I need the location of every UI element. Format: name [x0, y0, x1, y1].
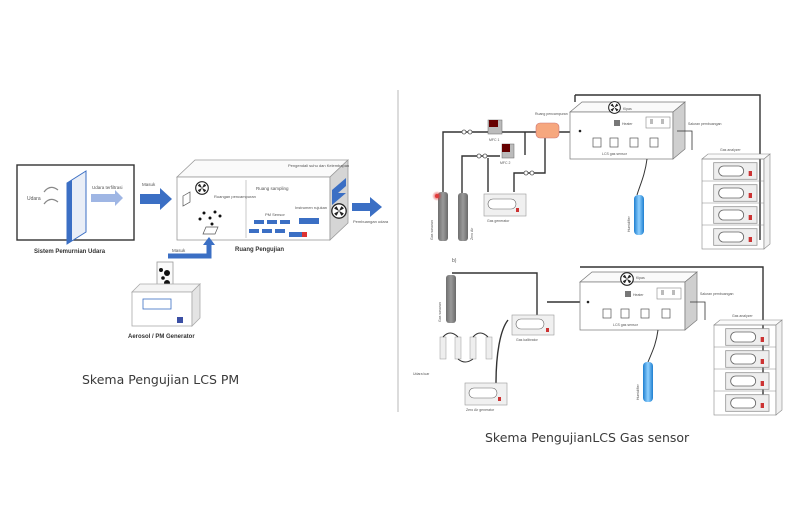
- sensor-chamber-bottom: Kipas Heater LCS gas sensor Saluran pemb…: [579, 271, 734, 331]
- svg-text:LCS gas sensor: LCS gas sensor: [613, 323, 639, 327]
- sensor-chamber-top: Kipas Heater LCS gas sensor Saluran pemb…: [569, 101, 722, 160]
- humidifier-cylinder: [634, 195, 644, 235]
- svg-text:Humidifier: Humidifier: [636, 383, 640, 400]
- gas-analyzer-rack-top: Gas analyzer: [701, 148, 771, 250]
- svg-text:MFC 2: MFC 2: [500, 161, 511, 165]
- svg-text:Udara terfiltrasi: Udara terfiltrasi: [92, 185, 123, 190]
- svg-text:Gas kalibrator: Gas kalibrator: [516, 338, 539, 342]
- svg-text:Gas generator: Gas generator: [487, 219, 510, 223]
- svg-text:Heater: Heater: [622, 122, 633, 126]
- svg-text:Gas analyzer: Gas analyzer: [720, 148, 741, 152]
- arrow-out: [352, 197, 382, 217]
- gas-generator: [483, 193, 527, 217]
- svg-text:Udara luar: Udara luar: [413, 372, 430, 376]
- svg-text:Masuk: Masuk: [172, 248, 186, 253]
- svg-text:Gas sasaran: Gas sasaran: [438, 302, 442, 322]
- svg-text:Heater: Heater: [633, 293, 644, 297]
- lcs-sensors: [602, 308, 671, 319]
- temp-controller-icon: [332, 178, 346, 205]
- gas-analyzer-rack-bottom: Gas analyzer: [713, 314, 783, 416]
- svg-text:b): b): [452, 258, 457, 264]
- svg-text:Ruang sampling: Ruang sampling: [256, 186, 289, 191]
- svg-text:Zero Air generator: Zero Air generator: [466, 408, 495, 412]
- filter-train: [439, 336, 493, 360]
- svg-text:Zero Air: Zero Air: [470, 227, 474, 240]
- air-purifier-system: Udara Udara terfiltrasi Sistem Pemurnian…: [16, 164, 135, 255]
- exhaust-fan-icon: [331, 203, 347, 219]
- svg-text:Kipas: Kipas: [636, 276, 645, 280]
- right-panel-bottom: Gas sasaran Udara luar Zero Air generato…: [413, 266, 783, 416]
- svg-text:Instrumen rujukan: Instrumen rujukan: [295, 205, 327, 210]
- fan-icon: [608, 101, 621, 114]
- left-panel: Udara Udara terfiltrasi Sistem Pemurnian…: [16, 159, 389, 340]
- mixing-chamber: [535, 122, 560, 139]
- reference-instrument: [299, 218, 319, 224]
- aerosol-generator: Aerosol / PM Generator: [128, 261, 201, 340]
- svg-text:Masuk: Masuk: [142, 182, 156, 187]
- heater-icon: [614, 120, 620, 126]
- svg-text:Gas analyzer: Gas analyzer: [732, 314, 753, 318]
- svg-text:Kipas: Kipas: [623, 107, 632, 111]
- svg-text:PM Sensor: PM Sensor: [265, 212, 285, 217]
- right-panel-top: MFC 1 MFC 2 Ruang pencampuran Gas sasara…: [430, 94, 771, 250]
- valve-icons: [461, 129, 535, 176]
- svg-text:Ruangan pencampuran: Ruangan pencampuran: [214, 194, 256, 199]
- fan-icon: [620, 272, 634, 286]
- lcs-sensors: [592, 137, 659, 148]
- svg-text:Saluran pembuangan: Saluran pembuangan: [688, 122, 722, 126]
- gas-calibrator: [511, 314, 555, 336]
- svg-text:Humidifier: Humidifier: [627, 215, 631, 232]
- heater-icon: [625, 291, 631, 297]
- air-flow-icon: [43, 186, 59, 205]
- arrow-generator: [168, 243, 212, 259]
- zero-air-generator: [464, 382, 508, 406]
- svg-text:Udara: Udara: [27, 196, 41, 202]
- svg-text:Pembuangan udara: Pembuangan udara: [353, 219, 389, 224]
- caption-gas-sensor: Skema PengujianLCS Gas sensor: [485, 430, 690, 445]
- fan-icon: [195, 181, 209, 195]
- svg-text:Gas sasaran: Gas sasaran: [430, 220, 434, 240]
- svg-text:Pengendali suhu dan Kelembapan: Pengendali suhu dan Kelembapan: [288, 163, 349, 168]
- mfc-1: [487, 119, 503, 135]
- pm-sensor-array: [249, 220, 290, 233]
- zero-air-cylinder: [458, 193, 468, 241]
- svg-text:Sistem Pemurnian Udara: Sistem Pemurnian Udara: [34, 249, 106, 255]
- svg-text:Ruang pencampuran: Ruang pencampuran: [535, 112, 568, 116]
- test-chamber: Ruangan pencampuran Ruang sampling PM Se…: [175, 159, 349, 253]
- target-gas-cylinder: [446, 275, 456, 323]
- mfc-2: [501, 143, 515, 159]
- svg-text:Aerosol / PM Generator: Aerosol / PM Generator: [128, 334, 195, 340]
- gas-cylinder: [438, 192, 448, 241]
- svg-text:Ruang Pengujian: Ruang Pengujian: [235, 247, 284, 253]
- svg-text:Saluran pembuangan: Saluran pembuangan: [700, 292, 734, 296]
- arrow-in: [140, 188, 172, 210]
- humidifier-cylinder: [643, 362, 653, 402]
- svg-text:LCS gas sensor: LCS gas sensor: [602, 152, 628, 156]
- caption-pm: Skema Pengujian LCS PM: [82, 372, 240, 387]
- svg-text:MFC 1: MFC 1: [489, 138, 500, 142]
